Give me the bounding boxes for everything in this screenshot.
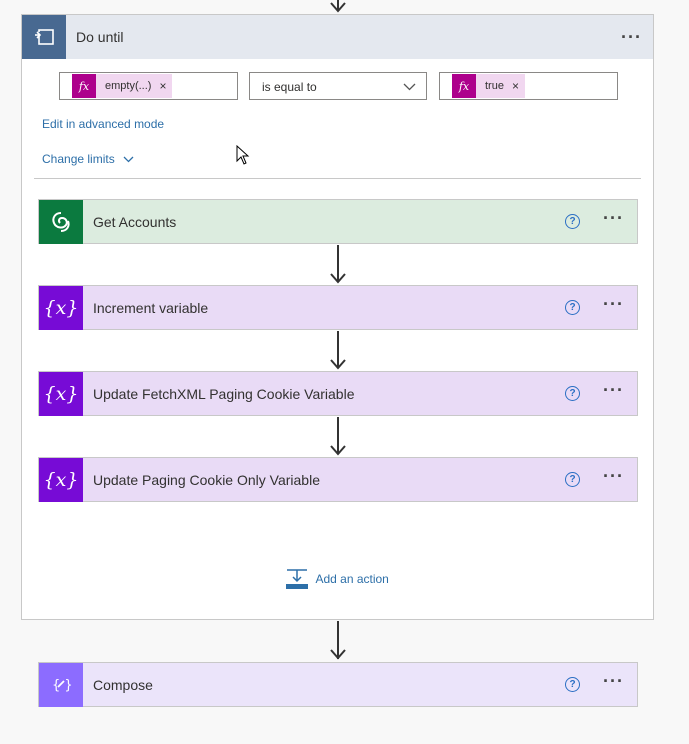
do-until-header[interactable]: Do until ··· bbox=[22, 15, 653, 59]
remove-token-button[interactable]: × bbox=[511, 79, 519, 93]
more-options-button[interactable]: ··· bbox=[603, 466, 624, 486]
variable-icon: {x} bbox=[39, 372, 83, 416]
connector bbox=[337, 417, 339, 454]
dataverse-icon bbox=[39, 200, 83, 244]
help-icon[interactable]: ? bbox=[565, 300, 580, 315]
mouse-cursor-icon bbox=[236, 145, 250, 165]
connector-top bbox=[337, 0, 339, 10]
condition-right-field[interactable]: fx true × bbox=[439, 72, 618, 100]
edit-advanced-mode-link[interactable]: Edit in advanced mode bbox=[42, 117, 165, 131]
fx-icon: fx bbox=[452, 74, 476, 98]
token-label: true bbox=[485, 80, 504, 92]
help-icon[interactable]: ? bbox=[565, 386, 580, 401]
more-options-button[interactable]: ··· bbox=[603, 671, 624, 691]
action-title: Get Accounts bbox=[93, 214, 177, 230]
variable-icon: {x} bbox=[39, 286, 83, 330]
help-icon[interactable]: ? bbox=[565, 214, 580, 229]
action-card-compose[interactable]: { } Compose ? ··· bbox=[38, 662, 638, 707]
action-card-increment-variable[interactable]: {x} Increment variable ? ··· bbox=[38, 285, 638, 330]
chevron-down-icon bbox=[123, 156, 134, 163]
change-limits-link[interactable]: Change limits bbox=[42, 152, 134, 166]
action-title: Update Paging Cookie Only Variable bbox=[93, 472, 320, 488]
connector bbox=[337, 245, 339, 282]
action-title: Increment variable bbox=[93, 300, 209, 316]
add-action-icon bbox=[286, 569, 308, 589]
do-until-title: Do until bbox=[76, 29, 124, 45]
more-options-button[interactable]: ··· bbox=[603, 294, 624, 314]
loop-icon bbox=[22, 15, 66, 59]
expression-token[interactable]: fx true × bbox=[452, 74, 525, 98]
help-icon[interactable]: ? bbox=[565, 472, 580, 487]
token-label: empty(...) bbox=[105, 80, 152, 92]
connector bbox=[337, 621, 339, 659]
action-card-get-accounts[interactable]: Get Accounts ? ··· bbox=[38, 199, 638, 244]
more-options-button[interactable]: ··· bbox=[603, 380, 624, 400]
chevron-down-icon bbox=[403, 83, 416, 91]
variable-icon: {x} bbox=[39, 458, 83, 502]
action-card-update-paging-cookie-only[interactable]: {x} Update Paging Cookie Only Variable ?… bbox=[38, 457, 638, 502]
condition-left-field[interactable]: fx empty(...) × bbox=[59, 72, 238, 100]
arrow-down-icon bbox=[330, 359, 346, 370]
action-title: Update FetchXML Paging Cookie Variable bbox=[93, 386, 355, 402]
operator-value: is equal to bbox=[262, 80, 317, 94]
action-title: Compose bbox=[93, 677, 153, 693]
connector bbox=[337, 331, 339, 368]
more-options-button[interactable]: ··· bbox=[621, 27, 642, 47]
divider bbox=[34, 178, 641, 179]
action-card-update-fetchxml-paging-cookie[interactable]: {x} Update FetchXML Paging Cookie Variab… bbox=[38, 371, 638, 416]
arrow-down-icon bbox=[330, 649, 346, 660]
add-action-button[interactable]: Add an action bbox=[286, 568, 389, 590]
help-icon[interactable]: ? bbox=[565, 677, 580, 692]
operator-dropdown[interactable]: is equal to bbox=[249, 72, 427, 100]
compose-icon: { } bbox=[39, 663, 83, 707]
arrow-down-icon bbox=[330, 273, 346, 284]
remove-token-button[interactable]: × bbox=[159, 79, 167, 93]
fx-icon: fx bbox=[72, 74, 96, 98]
arrow-down-icon bbox=[330, 445, 346, 456]
arrow-down-icon bbox=[330, 2, 346, 13]
add-action-label: Add an action bbox=[315, 572, 389, 586]
change-limits-label: Change limits bbox=[42, 152, 115, 166]
expression-token[interactable]: fx empty(...) × bbox=[72, 74, 173, 98]
svg-text:{ }: { } bbox=[52, 678, 72, 693]
more-options-button[interactable]: ··· bbox=[603, 208, 624, 228]
